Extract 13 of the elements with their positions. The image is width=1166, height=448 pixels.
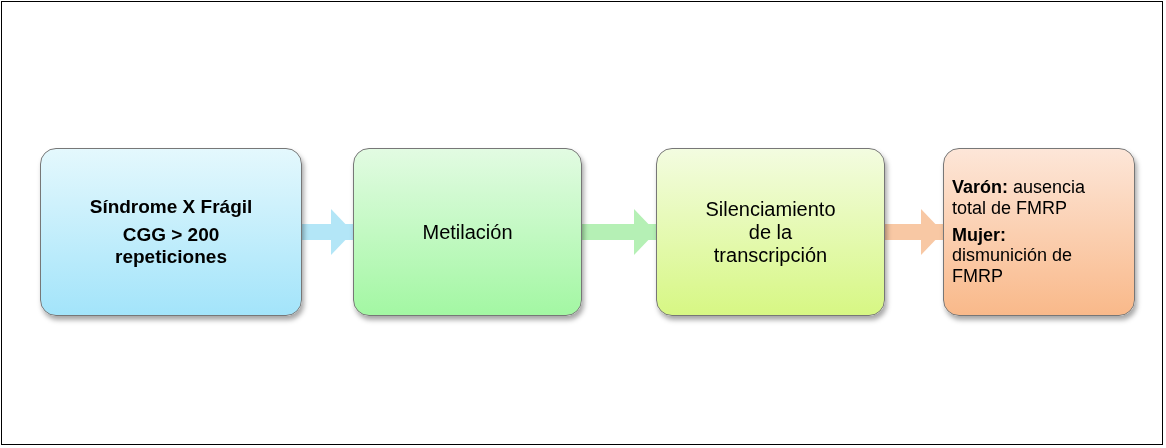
block-arrow	[302, 209, 353, 255]
process-box	[40, 148, 302, 316]
block-arrow	[582, 209, 656, 255]
box-text: CGG > 200 repeticiones	[114, 224, 228, 268]
process-box	[353, 148, 582, 316]
process-box	[656, 148, 885, 316]
process-box	[943, 148, 1135, 316]
box-text: Varón: ausencia total de FMRP	[952, 177, 1087, 219]
box-text: Metilación	[421, 220, 514, 244]
box-text: Mujer: dismunición de FMRP	[952, 224, 1074, 287]
block-arrow	[885, 209, 943, 255]
box-text: Síndrome X Frágil	[88, 196, 254, 219]
box-text: Silenciamiento de la transcripción	[704, 197, 837, 267]
